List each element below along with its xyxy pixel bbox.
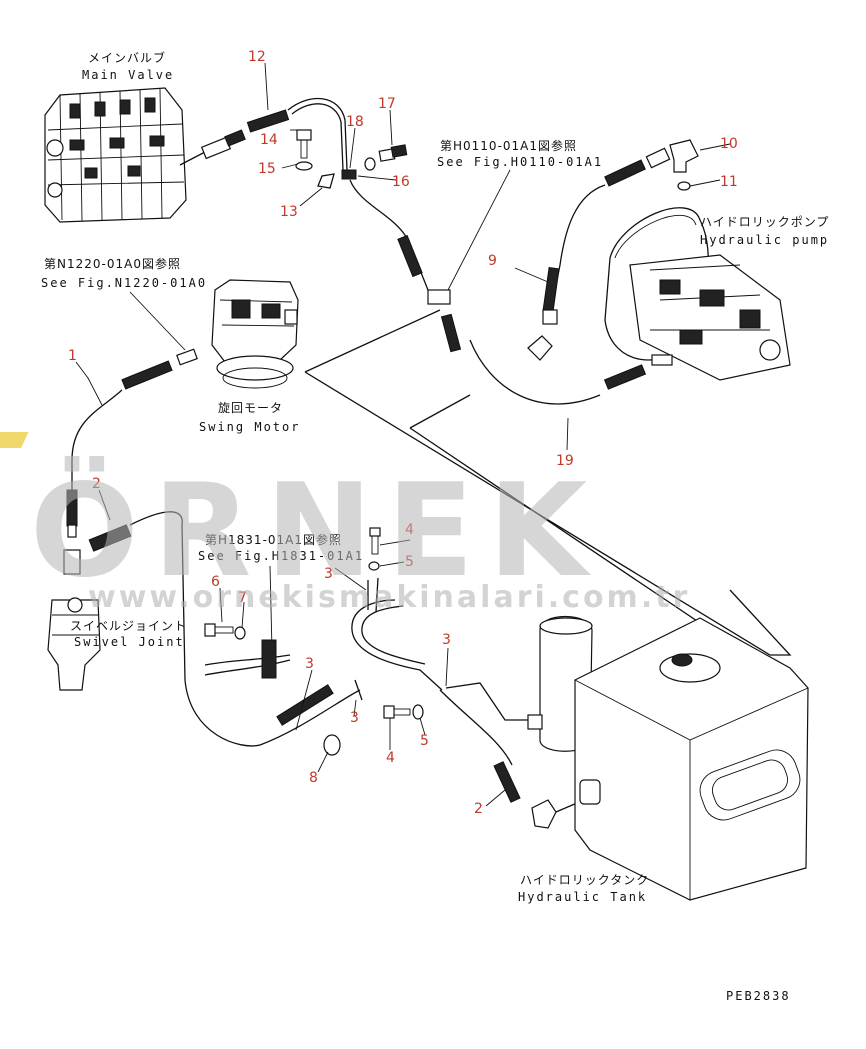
bolt-14 [296,129,312,159]
bundle-clamp [204,639,291,679]
callout-9: 9 [488,253,497,269]
ref-n1220-leader [129,291,186,351]
callout-leaders [75,62,731,807]
swivel-joint-label-jp: スイベルジョイント [70,619,187,633]
hose-9 [542,147,671,325]
hydraulic-pump-label-jp: ハイドロリックポンプ [700,215,829,229]
ref-n1220-jp: 第N1220-01A0図参照 [44,256,181,271]
callout-3-c: 3 [350,710,359,726]
hose-12 [246,97,348,171]
callout-14: 14 [260,132,278,148]
hydraulic-pump-label-en: Hydraulic pump [700,233,829,247]
swing-motor-label-jp: 旋回モータ [218,401,283,415]
callout-10: 10 [720,136,738,152]
callout-13: 13 [280,204,298,220]
swing-motor-label-en: Swing Motor [199,420,300,434]
hose-end-center [397,234,423,278]
ref-h0110-jp: 第H0110-01A1図参照 [440,138,577,153]
spacer-8 [323,734,341,756]
hose-19 [469,335,647,405]
washer-5-upper [368,561,380,571]
swivel-joint-label-en: Swivel Joint [74,635,185,649]
hydraulic-tank-label-en: Hydraulic Tank [518,890,647,904]
callout-5-upper: 5 [405,554,414,570]
tee-fitting [427,289,462,353]
callout-17: 17 [378,96,396,112]
hose-line-center [349,179,431,296]
callout-19: 19 [556,453,574,469]
bolt-4-lower [383,705,411,719]
callout-4-upper: 4 [405,522,414,538]
drawing-code: PEB2838 [726,989,791,1003]
callout-3-d: 3 [442,632,451,648]
callout-18: 18 [346,114,364,130]
washer-7 [234,626,246,640]
ref-h1831-leader [269,565,273,651]
callout-8: 8 [309,770,318,786]
callout-5-lower: 5 [420,733,429,749]
callout-2-right: 2 [474,801,483,817]
main-valve-label-jp: メインバルブ [88,50,166,65]
bolt-4-upper [369,527,381,555]
ref-h0110-leader [447,169,511,291]
hydraulic-tank-label-jp: ハイドロリックタンク [520,873,649,887]
washer-15 [295,161,313,171]
callout-2-left: 2 [92,476,101,492]
callout-16: 16 [392,174,410,190]
main-valve-fitting [179,129,246,166]
callout-6: 6 [211,574,220,590]
watermark-url: www.ornekismakinalari.com.tr [88,580,690,615]
callout-15: 15 [258,161,276,177]
hose-3 [259,577,443,746]
hose-2-right [439,682,585,829]
callout-7: 7 [238,590,247,606]
oring-11 [677,181,691,191]
swing-motor-drawing [211,279,299,389]
ref-n1220-en: See Fig.N1220-01A0 [41,276,207,290]
clamp-13 [317,173,335,189]
hose-2-left [88,511,261,747]
callout-3-b: 3 [305,656,314,672]
watermark-brand: ÖRNEK [30,456,601,606]
hose-1 [63,348,198,575]
fitting-16 [341,169,357,180]
ref-h1831-en: See Fig.H1831-01A1 [198,549,364,563]
elbow-10 [669,139,699,173]
main-valve-drawing [44,87,187,223]
bolt-6 [204,623,234,637]
washer-5-lower [412,704,424,720]
swivel-joint-drawing [47,597,101,691]
main-valve-label-en: Main Valve [82,68,174,82]
hydraulic-tank-drawing [527,615,809,901]
callout-4-lower: 4 [386,750,395,766]
hydraulic-pump-drawing [604,207,791,381]
washer-18 [364,157,376,171]
watermark-accent-right [0,432,29,448]
callout-1: 1 [68,348,77,364]
ref-h0110-en: See Fig.H0110-01A1 [437,155,603,169]
callout-3-a: 3 [324,566,333,582]
callout-11: 11 [720,174,738,190]
callout-12: 12 [248,49,266,65]
bolt-17 [378,144,408,162]
watermark: ÖRNEK www.ornekismakinalari.com.tr [0,432,690,615]
ref-h1831-jp: 第H1831-01A1図参照 [205,532,342,547]
